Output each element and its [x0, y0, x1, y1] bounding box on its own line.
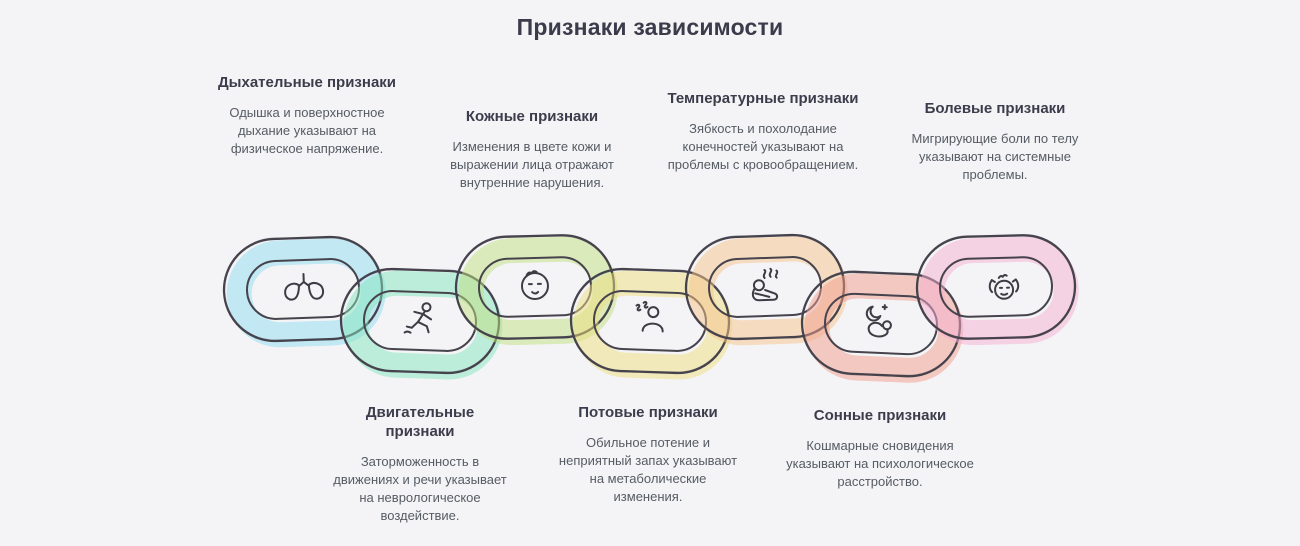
sign-sleep-description: Кошмарные сновидения указывают на психол…	[786, 437, 974, 490]
sign-breathing-description: Одышка и поверхностное дыхание указывают…	[229, 104, 385, 157]
sign-motor-label: Двигательные признаки Заторможенность в …	[330, 404, 510, 525]
sign-sweat-label: Потовые признаки Обильное потение и непр…	[558, 404, 738, 507]
sign-motor-title: Двигательные признаки	[365, 404, 475, 440]
face-icon	[520, 270, 549, 301]
chain-link-pain	[915, 234, 1079, 346]
sign-temperature-description: Зябкость и похолодание конечностей указы…	[667, 120, 859, 173]
sign-sleep-label: Сонные признаки Кошмарные сновидения ука…	[785, 407, 975, 491]
sign-temperature-title: Температурные признаки	[667, 90, 859, 107]
sign-skin-description: Изменения в цвете кожи и выражении лица …	[450, 138, 614, 191]
sign-breathing-title: Дыхательные признаки	[217, 74, 397, 91]
sign-pain-description: Мигрирующие боли по телу указывают на си…	[911, 130, 1079, 183]
lungs-icon	[284, 272, 325, 301]
sign-sweat-description: Обильное потение и неприятный запах указ…	[558, 434, 738, 505]
sign-pain-label: Болевые признаки Мигрирующие боли по тел…	[905, 100, 1085, 184]
sign-sleep-title: Сонные признаки	[813, 407, 947, 424]
chills-icon	[751, 267, 779, 302]
runner-icon	[403, 302, 433, 334]
sweat-icon	[635, 301, 664, 333]
sign-skin-label: Кожные признаки Изменения в цвете кожи и…	[442, 108, 622, 192]
sleep-icon	[865, 304, 892, 338]
pain-icon	[988, 273, 1020, 300]
page-title: Признаки зависимости	[516, 14, 784, 40]
sign-motor-description: Заторможенность в движениях и речи указы…	[333, 453, 507, 524]
sign-temperature-label: Температурные признаки Зябкость и похоло…	[663, 90, 863, 174]
sign-skin-title: Кожные признаки	[465, 108, 599, 125]
sign-breathing-label: Дыхательные признаки Одышка и поверхност…	[217, 74, 397, 158]
sign-sweat-title: Потовые признаки	[578, 404, 718, 421]
sign-pain-title: Болевые признаки	[924, 100, 1066, 117]
